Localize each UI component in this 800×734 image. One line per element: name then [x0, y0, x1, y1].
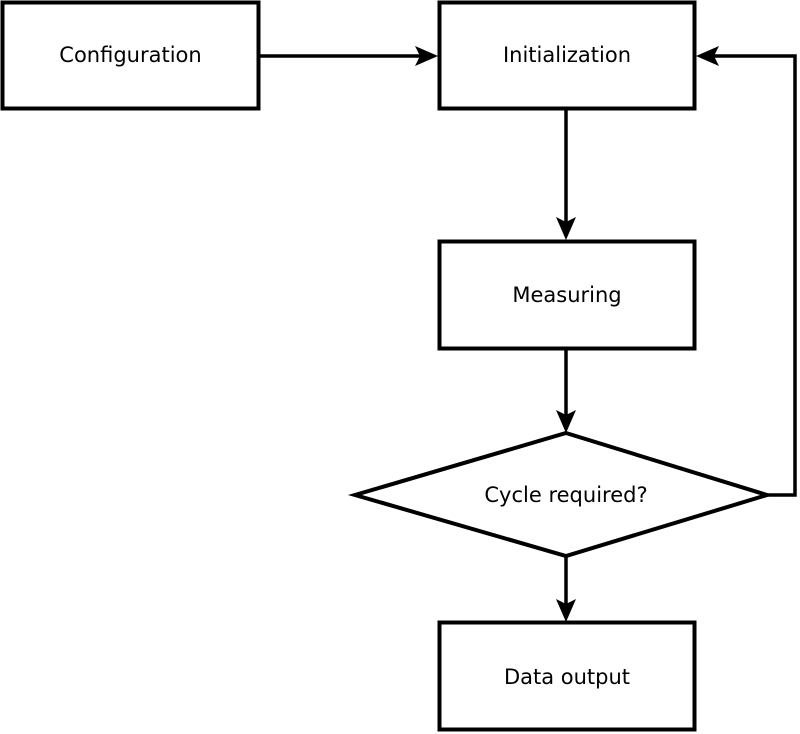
edge-configuration-to-initialization: [260, 46, 438, 66]
node-configuration-shape[interactable]: [0, 0, 261, 111]
edge-decision-to-initialization-loop: [696, 46, 797, 497]
node-measuring-shape[interactable]: [437, 239, 697, 351]
node-data-output-shape[interactable]: [437, 620, 697, 732]
node-decision-shape[interactable]: [347, 430, 774, 559]
edge-initialization-to-measuring: [556, 110, 576, 240]
node-initialization-shape[interactable]: [437, 0, 697, 111]
edge-measuring-to-decision: [556, 350, 576, 433]
edge-decision-to-data-output: [556, 556, 576, 622]
